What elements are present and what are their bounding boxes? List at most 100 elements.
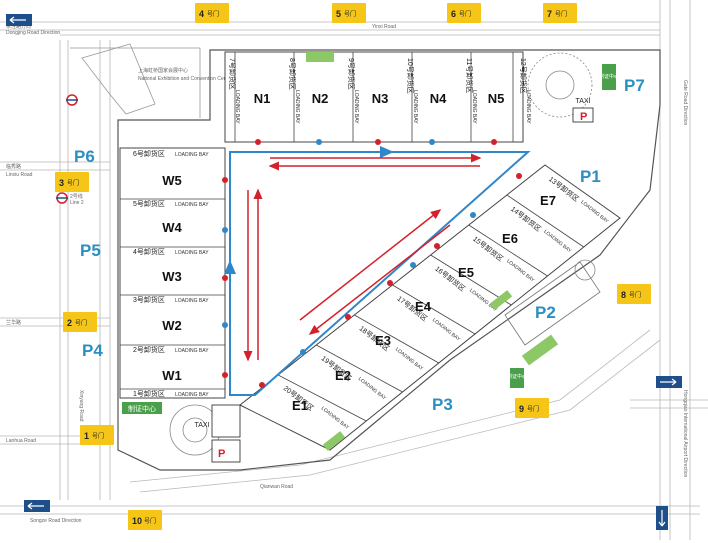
metro-line: Line 2: [70, 200, 84, 206]
west-bay-6: 6号卸货区: [133, 149, 165, 158]
hall-e1: E1: [292, 398, 308, 413]
parking-p7: P7: [624, 76, 645, 95]
route-dot: [434, 243, 440, 249]
road-lanhua-en: Lanhua Road: [6, 438, 36, 444]
route-dot: [491, 139, 497, 145]
gate-6-number: 6: [451, 9, 456, 19]
gate-10-suffix: 号门: [144, 517, 156, 525]
hall-e2: E2: [335, 368, 351, 383]
northeast-plaza: 制证中心 TAXI P: [527, 52, 619, 123]
north-bay-en: LOADING BAY: [234, 90, 240, 124]
road-labels: 东泾路方向 Dongjing Road Direction Yinxi Road…: [6, 23, 688, 524]
road-linxiu-en: Linxiu Road: [6, 172, 33, 178]
taxi-label-sw: TAXI: [194, 422, 209, 429]
hall-w2: W2: [162, 318, 182, 333]
route-dot: [255, 139, 261, 145]
hall-n1: N1: [254, 91, 271, 106]
logistics-label-west: 制证中心: [128, 404, 156, 413]
west-bay-2: 2号卸货区: [133, 345, 165, 354]
gate-4-number: 4: [199, 9, 204, 19]
gate-3-suffix: 号门: [67, 179, 79, 187]
gate-8-number: 8: [621, 290, 626, 300]
hall-n2: N2: [312, 91, 329, 106]
gate-10-number: 10: [132, 516, 142, 526]
gate-9-number: 9: [519, 404, 524, 414]
hall-w4: W4: [162, 220, 182, 235]
hall-w1: W1: [162, 368, 182, 383]
north-bay-en: LOADING BAY: [412, 90, 418, 124]
north-bay-12: 12号卸货区: [519, 58, 528, 94]
parking-p2: P2: [535, 303, 556, 322]
gate-5-number: 5: [336, 9, 341, 19]
west-bay-en: LOADING BAY: [175, 202, 209, 208]
route-dot: [222, 227, 228, 233]
north-bay-en: LOADING BAY: [294, 90, 300, 124]
gate-8-suffix: 号门: [629, 291, 641, 299]
north-bay-en: LOADING BAY: [353, 90, 359, 124]
west-bay-en: LOADING BAY: [175, 250, 209, 256]
exhibition-building: 上海虹桥国家会展中心 National Exhibition and Conve…: [70, 43, 233, 118]
west-bay-en: LOADING BAY: [175, 152, 209, 158]
route-dot: [345, 314, 351, 320]
west-bay-5: 5号卸货区: [133, 199, 165, 208]
north-bay-10: 10号卸货区: [406, 58, 415, 94]
gate-3-number: 3: [59, 178, 64, 188]
route-dot: [259, 382, 265, 388]
gate-2-number: 2: [67, 318, 72, 328]
route-dot: [375, 139, 381, 145]
gate-7-suffix: 号门: [555, 10, 567, 18]
road-dongjing-en: Dongjing Road Direction: [6, 30, 60, 36]
gate-7-number: 7: [547, 9, 552, 19]
logistics-label-south: 制证中心: [507, 373, 527, 380]
road-xinyang: Xinyang Road: [78, 390, 84, 422]
road-qianwan: Qianwan Road: [260, 484, 293, 490]
site-boundary: [117, 49, 661, 471]
north-bay-11: 11号卸货区: [465, 58, 474, 93]
route-dot: [222, 322, 228, 328]
road-yinxi: Yinxi Road: [372, 24, 396, 30]
hall-w5: W5: [162, 173, 182, 188]
gate-1-number: 1: [84, 431, 89, 441]
taxi-label-ne: TAXI: [575, 98, 590, 105]
building-label-en: National Exhibition and Convention Cente…: [138, 76, 233, 82]
parking-sign-sw: P: [218, 448, 225, 460]
west-bay-4: 4号卸货区: [133, 247, 165, 256]
logistics-label-east: 制证中心: [599, 73, 619, 80]
route-dot: [516, 173, 522, 179]
west-bay-en: LOADING BAY: [175, 392, 209, 398]
hall-e3: E3: [375, 333, 391, 348]
parking-sign-ne: P: [580, 111, 587, 123]
north-bay-en: LOADING BAY: [471, 90, 477, 124]
road-east: Gate Road Direction: [682, 80, 688, 126]
hall-n5: N5: [488, 91, 505, 106]
hall-w3: W3: [162, 269, 182, 284]
parking-p4: P4: [82, 341, 103, 360]
west-bay-1: 1号卸货区: [133, 389, 165, 398]
routes: [222, 139, 531, 396]
route-dot: [222, 372, 228, 378]
road-lanhua-cn: 兰华路: [6, 319, 21, 326]
road-dongjing-cn: 东泾路方向: [6, 23, 31, 30]
road-songze: Songze Road Direction: [30, 518, 82, 524]
route-dot: [300, 349, 306, 355]
north-bay-7: 7号卸货区: [228, 58, 237, 90]
metro-cn: 2号线: [70, 193, 83, 200]
parking-p6: P6: [74, 147, 95, 166]
route-dot: [316, 139, 322, 145]
route-dot: [470, 212, 476, 218]
building-label-cn: 上海虹桥国家会展中心: [138, 67, 188, 74]
gate-9-suffix: 号门: [527, 405, 539, 413]
southwest-plaza: TAXI P 制证中心: [122, 402, 241, 463]
